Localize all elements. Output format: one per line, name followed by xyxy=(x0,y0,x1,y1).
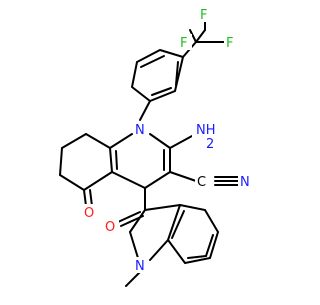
molecule-structure: F F F N NH 2 C N O O N xyxy=(59,6,256,287)
amino-subscript: 2 xyxy=(206,137,214,152)
fluorine-left-label: F xyxy=(180,36,187,51)
nitrile-nitrogen-label: N xyxy=(240,175,250,190)
fluorine-right-label: F xyxy=(226,36,233,51)
nitrile-carbon-label: C xyxy=(197,175,206,190)
ketone-oxygen-label: O xyxy=(84,206,94,221)
lactam-oxygen-label: O xyxy=(105,220,115,235)
fluorine-top-label: F xyxy=(200,8,207,23)
atom-labels: F F F N NH 2 C N O O N xyxy=(82,6,256,274)
indole-nitrogen-label: N xyxy=(135,259,145,274)
amino-label: NH xyxy=(196,123,216,138)
molecule-canvas: F F F N NH 2 C N O O N xyxy=(59,6,256,287)
ring-nitrogen-label: N xyxy=(135,123,145,138)
bond-lines xyxy=(59,17,239,287)
